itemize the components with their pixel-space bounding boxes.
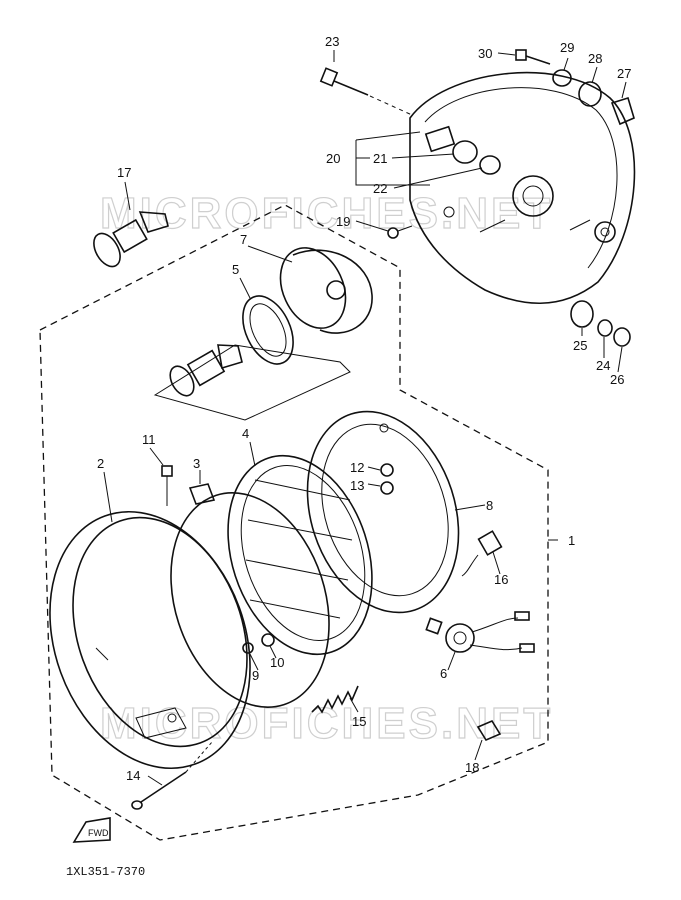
nut-10 — [261, 633, 275, 647]
callout-24: 24 — [596, 358, 610, 373]
callout-30: 30 — [478, 46, 492, 61]
inner-frame — [170, 492, 330, 708]
callout-21: 21 — [373, 151, 387, 166]
grommet-28 — [578, 81, 602, 107]
callout-12: 12 — [350, 460, 364, 475]
callout-22: 22 — [373, 181, 387, 196]
rim-2 — [49, 510, 251, 770]
leader-lines — [103, 50, 627, 786]
nut-27 — [610, 96, 635, 126]
nut-26 — [613, 327, 631, 347]
collar-29 — [552, 69, 572, 87]
screw-14 — [131, 741, 213, 810]
callout-23: 23 — [325, 34, 339, 49]
spring-15 — [311, 685, 359, 714]
collar-22 — [479, 155, 501, 175]
callout-6: 6 — [440, 666, 447, 681]
headlight-case — [409, 71, 636, 305]
bulb-17 — [93, 211, 169, 268]
callout-27: 27 — [617, 66, 631, 81]
callout-14: 14 — [126, 768, 140, 783]
screw-11 — [161, 465, 173, 506]
callout-3: 3 — [193, 456, 200, 471]
screw-9 — [242, 642, 254, 654]
callout-15: 15 — [352, 714, 366, 729]
callout-20: 20 — [326, 151, 340, 166]
callout-18: 18 — [465, 760, 479, 775]
callout-5: 5 — [232, 262, 239, 277]
bracket-3 — [188, 483, 216, 505]
part-code: 1XL351-7370 — [66, 865, 145, 879]
svg-text:FWD: FWD — [88, 828, 109, 838]
callouts: 1 2 3 4 5 6 7 8 9 10 11 12 13 14 15 16 1… — [97, 34, 631, 783]
callout-1: 1 — [568, 533, 575, 548]
lockwasher-24 — [597, 319, 613, 337]
socket-16 — [461, 530, 503, 577]
callout-13: 13 — [350, 478, 364, 493]
bulb-subassembly-box — [153, 344, 351, 421]
assembly-boundary — [39, 204, 549, 841]
screw-13 — [380, 481, 394, 495]
callout-8: 8 — [486, 498, 493, 513]
front-marker: FWD — [72, 817, 111, 843]
screw-30 — [515, 49, 551, 65]
callout-4: 4 — [242, 426, 249, 441]
callout-11: 11 — [142, 432, 156, 447]
socket-6 — [425, 611, 535, 653]
callout-26: 26 — [610, 372, 624, 387]
bulb-inner — [169, 344, 243, 397]
nut-12 — [380, 463, 394, 477]
body-8 — [306, 410, 460, 614]
callout-29: 29 — [560, 40, 574, 55]
screw-19 — [387, 225, 413, 239]
bolt-23 — [319, 67, 413, 116]
cover-7 — [279, 247, 373, 334]
callout-7: 7 — [240, 232, 247, 247]
watermark-top: MICROFICHES.NET — [100, 189, 553, 238]
washer-25 — [570, 300, 594, 328]
callout-9: 9 — [252, 668, 259, 683]
callout-19: 19 — [336, 214, 350, 229]
callout-28: 28 — [588, 51, 602, 66]
grommet-21 — [452, 140, 478, 164]
callout-2: 2 — [97, 456, 104, 471]
ring-5 — [242, 295, 294, 365]
lens-unit-4 — [227, 454, 373, 656]
callout-25: 25 — [573, 338, 587, 353]
bulb-18 — [476, 719, 502, 742]
callout-16: 16 — [494, 572, 508, 587]
callout-10: 10 — [270, 655, 284, 670]
callout-17: 17 — [117, 165, 131, 180]
